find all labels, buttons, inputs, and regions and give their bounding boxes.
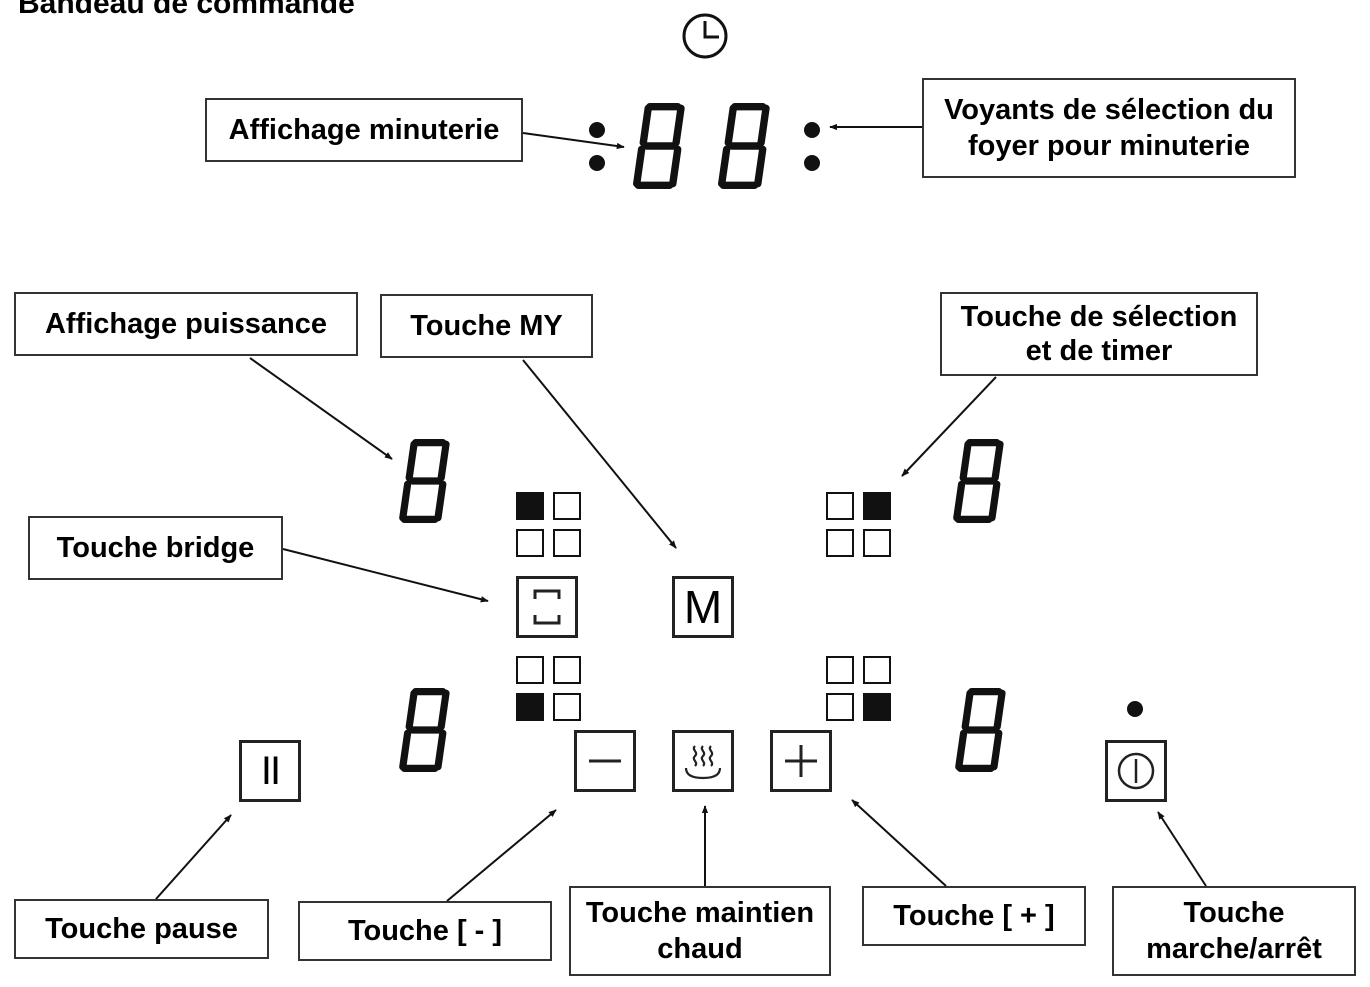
- pause-icon: II: [260, 749, 281, 793]
- zone-square-active: [863, 492, 891, 520]
- page-title: Bandeau de commande: [18, 0, 355, 20]
- label-touche-bridge: Touche bridge: [28, 516, 283, 580]
- zone-square-inactive: [553, 693, 581, 721]
- label-touche-selection-timer: Touche de sélection et de timer: [940, 292, 1258, 376]
- zone-square-inactive: [826, 693, 854, 721]
- power-display-bottom-left: [403, 692, 446, 769]
- arrow-touche-bridge: [282, 548, 489, 603]
- zone-square-inactive: [553, 492, 581, 520]
- power-indicator-dot: [1127, 701, 1143, 717]
- arrow-touche-selection: [901, 376, 997, 477]
- minus-icon: [589, 759, 621, 763]
- label-touche-marche-arret: Touche marche/arrêt: [1112, 886, 1356, 976]
- bridge-button[interactable]: [516, 576, 578, 638]
- power-button[interactable]: [1105, 740, 1167, 802]
- label-affichage-minuterie: Affichage minuterie: [205, 98, 523, 162]
- label-touche-moins: Touche [ - ]: [298, 901, 552, 961]
- zone-square-inactive: [826, 656, 854, 684]
- zone-square-active: [516, 693, 544, 721]
- timer-colon-left: [589, 122, 605, 171]
- zone-square-inactive: [553, 656, 581, 684]
- label-touche-pause: Touche pause: [14, 899, 269, 959]
- minus-button[interactable]: [574, 730, 636, 792]
- keep-warm-button[interactable]: [672, 730, 734, 792]
- label-touche-my: Touche MY: [380, 294, 593, 358]
- zone-square-inactive: [553, 529, 581, 557]
- plus-icon: [785, 745, 817, 777]
- zone-indicator-bottom-left: [516, 656, 581, 721]
- plus-button[interactable]: [770, 730, 832, 792]
- zone-square-inactive: [863, 529, 891, 557]
- zone-square-active: [863, 693, 891, 721]
- power-display-top-right: [957, 443, 1000, 520]
- my-button-label: M: [683, 581, 723, 633]
- arrow-touche-moins: [446, 809, 557, 902]
- arrow-affichage-minuterie: [522, 132, 625, 150]
- zone-square-inactive: [516, 656, 544, 684]
- zone-indicator-top-right: [826, 492, 891, 557]
- timer-digit-2: [722, 107, 766, 186]
- zone-square-inactive: [826, 492, 854, 520]
- zone-square-inactive: [826, 529, 854, 557]
- power-display-bottom-right: [959, 692, 1002, 769]
- power-display-top-left: [403, 443, 446, 520]
- zone-square-inactive: [863, 656, 891, 684]
- steam-icon: [684, 745, 722, 780]
- power-icon: [1117, 752, 1155, 790]
- label-voyants-selection: Voyants de sélection du foyer pour minut…: [922, 78, 1296, 178]
- zone-square-active: [516, 492, 544, 520]
- label-affichage-puissance: Affichage puissance: [14, 292, 358, 356]
- zone-square-inactive: [516, 529, 544, 557]
- timer-digit-1: [637, 107, 681, 186]
- pause-button[interactable]: II: [239, 740, 301, 802]
- label-touche-maintien-chaud: Touche maintien chaud: [569, 886, 831, 976]
- my-button[interactable]: M: [672, 576, 734, 638]
- arrow-touche-my: [522, 359, 677, 549]
- zone-indicator-bottom-right: [826, 656, 891, 721]
- arrow-touche-plus: [851, 799, 947, 887]
- timer-colon-right: [804, 122, 820, 171]
- arrow-affichage-puissance: [249, 357, 393, 460]
- arrow-touche-pause: [155, 814, 232, 900]
- label-touche-plus: Touche [ + ]: [862, 886, 1086, 946]
- clock-icon: [682, 13, 728, 59]
- arrow-touche-marche-arret: [1157, 811, 1207, 887]
- bridge-icon: [533, 589, 561, 625]
- zone-indicator-top-left: [516, 492, 581, 557]
